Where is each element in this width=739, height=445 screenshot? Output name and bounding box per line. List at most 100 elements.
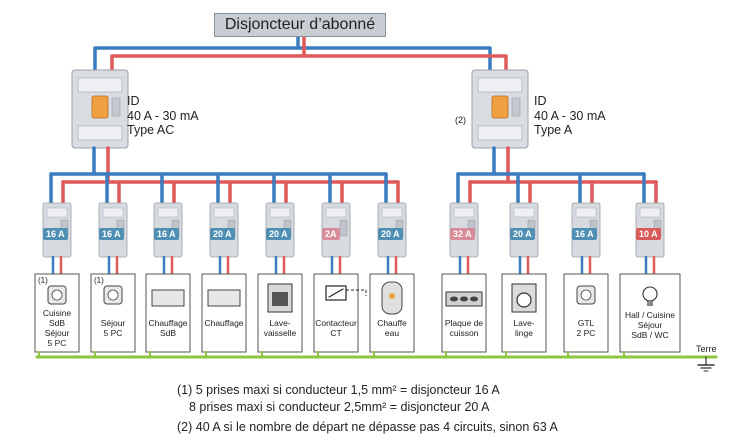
id-right-test-button <box>511 97 521 117</box>
load-label-8: Lave-linge <box>502 318 546 338</box>
breaker-rating-3: 20 A <box>210 228 235 240</box>
contactor-link-5 <box>346 289 367 296</box>
load-box-7 <box>441 273 487 353</box>
id-left-line1: ID <box>127 94 140 108</box>
breaker-rating-5: 2A <box>322 228 340 240</box>
load-label-line-5-1: CT <box>330 328 342 338</box>
load-label-line-1-0: Séjour <box>100 318 126 328</box>
load-label-line-9-0: GTL <box>577 318 595 328</box>
breaker-rating-0: 16 A <box>43 228 68 240</box>
breaker-rating-7: 32 A <box>450 228 475 240</box>
load-label-line-10-0: Hall / Cuisine <box>624 310 676 320</box>
main-breaker-title: Disjoncteur d’abonné <box>214 13 386 37</box>
breaker-terminal-10 <box>639 207 661 218</box>
id-right-toggle <box>491 95 509 119</box>
phase-feed-right <box>304 54 508 70</box>
load-label-line-0-3: 5 PC <box>47 338 67 348</box>
breaker-terminal-7 <box>453 207 475 218</box>
breaker-rating-6: 20 A <box>378 228 403 240</box>
id-right-line1: ID <box>534 94 547 108</box>
id-right-line3: Type A <box>534 123 573 137</box>
load-label-line-6-1: eau <box>384 328 400 338</box>
breaker-terminal-9 <box>575 207 597 218</box>
load-label-line-2-1: SdB <box>159 328 177 338</box>
id-right-label: ID 40 A - 30 mA Type A <box>534 94 606 138</box>
neutral-feed-left <box>93 37 300 70</box>
load-label-line-0-0: Cuisine <box>42 308 72 318</box>
dishwasher-door-4 <box>272 292 288 306</box>
load-label-3: Chauffage <box>202 318 246 328</box>
load-label-line-7-1: cuisson <box>449 328 479 338</box>
id-left-test-button <box>111 97 121 117</box>
washing-machine-drum-8 <box>516 292 532 308</box>
load-label-line-0-2: Séjour <box>44 328 70 338</box>
load-footnote-0: (1) <box>38 276 48 285</box>
breaker-rating-8: 20 A <box>510 228 535 240</box>
load-label-line-4-1: vaisselle <box>263 328 297 338</box>
breaker-rating-9: 16 A <box>572 228 597 240</box>
earth-label: Terre <box>696 344 717 354</box>
heater-icon-3 <box>207 289 241 307</box>
load-label-line-0-1: SdB <box>48 318 66 328</box>
note-1: (1) 5 prises maxi si conducteur 1,5 mm² … <box>177 383 500 397</box>
load-label-line-8-0: Lave- <box>513 318 535 328</box>
breaker-terminal-8 <box>513 207 535 218</box>
hob-ring-7-0 <box>450 296 458 302</box>
id-left-line2: 40 A - 30 mA <box>127 108 199 123</box>
load-label-line-9-1: 2 PC <box>576 328 596 338</box>
socket-face-0 <box>51 289 63 301</box>
load-label-4: Lave-vaisselle <box>258 318 302 338</box>
water-heater-dial-6 <box>389 293 395 299</box>
note-2: (2) 40 A si le nombre de départ ne dépas… <box>177 420 558 434</box>
lamp-base-10 <box>647 301 653 306</box>
note-1b: 8 prises maxi si conducteur 2,5mm² = dis… <box>189 400 490 414</box>
load-label-line-6-0: Chauffe <box>377 318 407 328</box>
id-right-top-terminal <box>477 77 523 93</box>
load-footnote-1: (1) <box>94 276 104 285</box>
id-right-line2: 40 A - 30 mA <box>534 108 606 123</box>
id-left-label: ID 40 A - 30 mA Type AC <box>127 94 199 138</box>
contactor-switch-5 <box>328 288 344 298</box>
breaker-rating-2: 16 A <box>154 228 179 240</box>
id-right-marker: (2) <box>455 115 466 125</box>
breaker-terminal-6 <box>381 207 403 218</box>
heater-icon-2 <box>151 289 185 307</box>
load-label-line-10-2: SdB / WC <box>631 330 669 340</box>
neutral-feed-right <box>298 46 492 70</box>
load-label-line-3-0: Chauffage <box>204 318 244 328</box>
breaker-terminal-3 <box>213 207 235 218</box>
id-right-bottom-terminal <box>477 125 523 141</box>
breaker-terminal-4 <box>269 207 291 218</box>
load-label-line-8-1: linge <box>515 328 533 338</box>
hob-ring-7-2 <box>470 296 478 302</box>
load-label-line-10-1: Séjour <box>637 320 663 330</box>
id-left-line3: Type AC <box>127 123 175 137</box>
breaker-rating-4: 20 A <box>266 228 291 240</box>
breaker-rating-1: 16 A <box>99 228 124 240</box>
phase-feed-left <box>110 37 306 70</box>
id-left-bottom-terminal <box>77 125 123 141</box>
breaker-terminal-2 <box>157 207 179 218</box>
load-label-line-5-0: Contacteur <box>315 318 357 328</box>
id-left-top-terminal <box>77 77 123 93</box>
socket-face-9 <box>580 289 592 301</box>
load-label-line-4-0: Lave- <box>269 318 291 328</box>
load-label-line-7-0: Plaque de <box>444 318 484 328</box>
breaker-rating-10: 10 A <box>636 228 661 240</box>
hob-ring-7-1 <box>460 296 468 302</box>
lamp-icon-10 <box>642 286 658 302</box>
load-label-line-1-1: 5 PC <box>103 328 123 338</box>
id-left-toggle <box>91 95 109 119</box>
load-label-line-2-0: Chauffage <box>148 318 188 328</box>
breaker-terminal-1 <box>102 207 124 218</box>
